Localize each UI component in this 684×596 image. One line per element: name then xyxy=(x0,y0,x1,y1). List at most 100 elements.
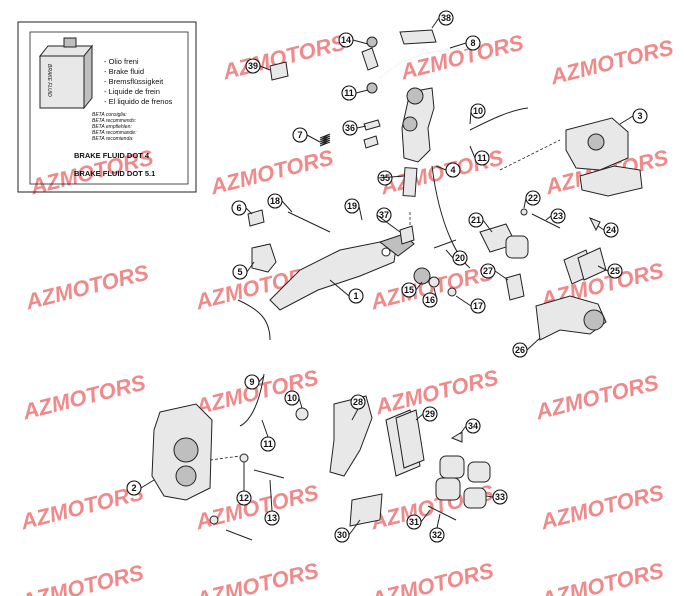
fluid-language-3: - Bremsflüssigkeit xyxy=(104,77,164,86)
callout-17: 17 xyxy=(470,298,486,314)
callout-7: 7 xyxy=(292,127,308,143)
svg-text:19: 19 xyxy=(347,201,357,211)
callout-13: 13 xyxy=(264,510,280,526)
callout-14: 14 xyxy=(338,32,354,48)
svg-text:11: 11 xyxy=(477,153,487,163)
svg-text:37: 37 xyxy=(379,210,389,220)
svg-text:28: 28 xyxy=(353,397,363,407)
callout-6: 6 xyxy=(231,200,247,216)
callout-10: 10 xyxy=(284,390,300,406)
svg-text:35: 35 xyxy=(380,173,390,183)
recommend-1: BETA consiglia: xyxy=(92,112,127,118)
callout-18: 18 xyxy=(267,193,283,209)
callout-2: 2 xyxy=(126,480,142,496)
svg-text:2: 2 xyxy=(131,483,136,493)
svg-text:26: 26 xyxy=(515,345,525,355)
callout-10: 10 xyxy=(470,103,486,119)
recommend-4: BETA recommande: xyxy=(92,130,137,136)
svg-text:20: 20 xyxy=(455,253,465,263)
svg-text:17: 17 xyxy=(473,301,483,311)
callout-19: 19 xyxy=(344,198,360,214)
callout-24: 24 xyxy=(603,222,619,238)
watermark: AZMOTORS xyxy=(22,260,151,315)
svg-text:8: 8 xyxy=(470,38,475,48)
callout-36: 36 xyxy=(342,120,358,136)
brake-fluid-box: BRAKE FLUID - Olio freni - Brake fluid -… xyxy=(17,21,197,193)
callout-12: 12 xyxy=(236,490,252,506)
svg-text:1: 1 xyxy=(353,291,358,301)
svg-text:25: 25 xyxy=(610,266,620,276)
callout-30: 30 xyxy=(334,527,350,543)
fluid-language-5: - El liquido de frenos xyxy=(104,97,173,106)
svg-text:23: 23 xyxy=(553,211,563,221)
svg-text:24: 24 xyxy=(606,225,616,235)
fluid-spec-2: BRAKE FLUID DOT 5.1 xyxy=(74,169,155,178)
callout-5: 5 xyxy=(232,264,248,280)
svg-text:32: 32 xyxy=(432,530,442,540)
svg-text:38: 38 xyxy=(441,13,451,23)
watermark: AZMOTORS xyxy=(367,558,496,596)
recommend-3: BETA empfiehlen: xyxy=(92,124,132,130)
callout-9: 9 xyxy=(244,374,260,390)
svg-text:29: 29 xyxy=(425,409,435,419)
svg-text:21: 21 xyxy=(471,215,481,225)
fluid-language-1: - Olio freni xyxy=(104,57,139,66)
watermark: AZMOTORS xyxy=(17,560,146,596)
svg-text:3: 3 xyxy=(637,111,642,121)
callout-3: 3 xyxy=(632,108,648,124)
svg-text:16: 16 xyxy=(425,295,435,305)
svg-text:30: 30 xyxy=(337,530,347,540)
callout-31: 31 xyxy=(406,514,422,530)
svg-text:22: 22 xyxy=(528,193,538,203)
svg-text:4: 4 xyxy=(450,165,455,175)
svg-text:5: 5 xyxy=(237,267,242,277)
svg-text:9: 9 xyxy=(249,377,254,387)
watermark: AZMOTORS xyxy=(19,370,148,425)
watermark: AZMOTORS xyxy=(532,370,661,425)
callout-22: 22 xyxy=(525,190,541,206)
callout-23: 23 xyxy=(550,208,566,224)
callout-11: 11 xyxy=(474,150,490,166)
callout-32: 32 xyxy=(429,527,445,543)
svg-text:6: 6 xyxy=(236,203,241,213)
svg-text:39: 39 xyxy=(248,61,258,71)
callout-15: 15 xyxy=(401,282,417,298)
svg-text:12: 12 xyxy=(239,493,249,503)
callout-1: 1 xyxy=(348,288,364,304)
leader-lines xyxy=(140,17,634,536)
callout-21: 21 xyxy=(468,212,484,228)
callout-4: 4 xyxy=(445,162,461,178)
svg-text:10: 10 xyxy=(287,393,297,403)
callout-27: 27 xyxy=(480,263,496,279)
fluid-language-4: - Liquide de frein xyxy=(104,87,160,96)
callout-11: 11 xyxy=(341,85,357,101)
svg-text:31: 31 xyxy=(409,517,419,527)
callout-29: 29 xyxy=(422,406,438,422)
svg-text:14: 14 xyxy=(341,35,351,45)
watermark: AZMOTORS xyxy=(537,480,666,535)
svg-text:33: 33 xyxy=(495,492,505,502)
fluid-language-2: - Brake fluid xyxy=(104,67,144,76)
watermark: AZMOTORS xyxy=(537,558,666,596)
watermark: AZMOTORS xyxy=(547,35,676,90)
callout-26: 26 xyxy=(512,342,528,358)
svg-text:7: 7 xyxy=(297,130,302,140)
svg-text:11: 11 xyxy=(263,439,273,449)
callout-38: 38 xyxy=(438,10,454,26)
svg-text:13: 13 xyxy=(267,513,277,523)
svg-text:36: 36 xyxy=(345,123,355,133)
fluid-spec-1: BRAKE FLUID DOT 4 xyxy=(74,151,150,160)
fluid-can-icon: BRAKE FLUID xyxy=(38,37,94,110)
callout-8: 8 xyxy=(465,35,481,51)
callout-16: 16 xyxy=(422,292,438,308)
callout-25: 25 xyxy=(607,263,623,279)
watermark: AZMOTORS xyxy=(192,480,321,535)
callouts: 1 2 3 4 5 6 7 8 9 10 10 11 11 11 12 13 1… xyxy=(126,10,648,543)
callout-28: 28 xyxy=(350,394,366,410)
callout-11: 11 xyxy=(260,436,276,452)
can-label: BRAKE FLUID xyxy=(46,64,52,97)
svg-text:18: 18 xyxy=(270,196,280,206)
watermark: AZMOTORS xyxy=(207,145,336,200)
svg-text:11: 11 xyxy=(344,88,354,98)
